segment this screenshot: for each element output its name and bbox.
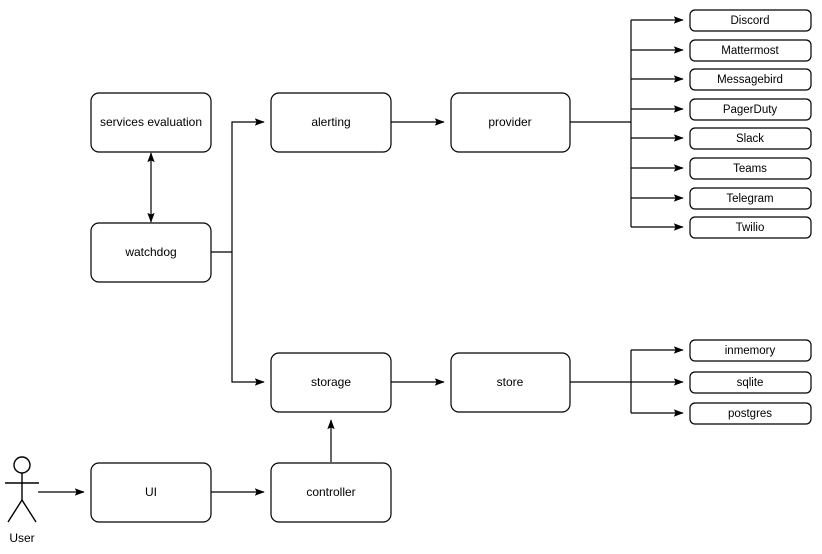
provider-leaf-pagerduty[interactable]: PagerDuty — [689, 98, 812, 121]
provider-leaf-slack-box[interactable] — [689, 127, 812, 150]
node-controller[interactable]: controller — [270, 462, 392, 523]
provider-leaf-pagerduty-label: PagerDuty — [723, 104, 778, 116]
provider-leaf-messagebird-box[interactable] — [689, 68, 812, 91]
store-leaf-postgres-box[interactable] — [689, 402, 812, 425]
node-controller-box[interactable] — [270, 462, 392, 523]
node-ui-label: UI — [145, 485, 157, 499]
store-leaf-sqlite[interactable]: sqlite — [689, 371, 812, 394]
provider-leaf-mattermost-box[interactable] — [689, 39, 812, 62]
node-provider[interactable]: provider — [450, 92, 571, 153]
provider-leaf-messagebird[interactable]: Messagebird — [689, 68, 812, 91]
provider-leaf-teams-label: Teams — [733, 163, 767, 175]
node-alerting-label: alerting — [311, 115, 350, 129]
node-provider-label: provider — [488, 115, 531, 129]
node-provider-box[interactable] — [450, 92, 571, 153]
node-ui[interactable]: UI — [90, 462, 212, 523]
store-leaf-postgres-label: postgres — [728, 408, 772, 420]
store-leaf-inmemory[interactable]: inmemory — [689, 339, 812, 362]
edge-watchdog-to-storage — [231, 252, 265, 386]
node-ui-box[interactable] — [90, 462, 212, 523]
node-controller-label: controller — [306, 485, 355, 499]
node-watchdog-box[interactable] — [90, 222, 212, 283]
provider-leaf-pagerduty-box[interactable] — [689, 98, 812, 121]
provider-leaf-discord-box[interactable] — [689, 9, 812, 32]
node-watchdog-label: watchdog — [124, 245, 176, 259]
store-leaf-inmemory-label: inmemory — [725, 345, 776, 357]
stick-figure-left-leg-icon — [7, 499, 23, 523]
node-store-label: store — [497, 375, 524, 389]
provider-leaf-telegram-box[interactable] — [689, 187, 812, 210]
actor-user-label: User — [9, 531, 34, 545]
provider-leaf-slack[interactable]: Slack — [689, 127, 812, 150]
provider-leaf-twilio-box[interactable] — [689, 216, 812, 239]
node-services-evaluation-box[interactable] — [90, 92, 212, 153]
provider-leaf-mattermost[interactable]: Mattermost — [689, 39, 812, 62]
node-storage-label: storage — [311, 375, 351, 389]
provider-leaf-teams-box[interactable] — [689, 157, 812, 180]
provider-leaf-messagebird-label: Messagebird — [717, 74, 783, 86]
store-leaf-postgres[interactable]: postgres — [689, 402, 812, 425]
node-services-evaluation-label: services evaluation — [100, 115, 202, 129]
provider-leaf-teams[interactable]: Teams — [689, 157, 812, 180]
provider-leaf-twilio[interactable]: Twilio — [689, 216, 812, 239]
stick-figure-head-icon — [13, 456, 31, 474]
node-watchdog[interactable]: watchdog — [90, 222, 212, 283]
node-storage[interactable]: storage — [270, 352, 392, 413]
node-store-box[interactable] — [450, 352, 571, 413]
provider-leaf-telegram-label: Telegram — [726, 193, 773, 205]
store-leaf-sqlite-label: sqlite — [737, 377, 764, 389]
edge-watchdog-to-alerting — [231, 118, 265, 252]
provider-leaf-slack-label: Slack — [736, 133, 764, 145]
node-alerting[interactable]: alerting — [270, 92, 392, 153]
provider-leaf-telegram[interactable]: Telegram — [689, 187, 812, 210]
store-leaf-sqlite-box[interactable] — [689, 371, 812, 394]
store-leaf-inmemory-box[interactable] — [689, 339, 812, 362]
provider-leaf-mattermost-label: Mattermost — [721, 45, 779, 57]
node-alerting-box[interactable] — [270, 92, 392, 153]
actor-user: User — [5, 456, 39, 545]
provider-leaf-twilio-label: Twilio — [736, 222, 765, 234]
provider-leaf-discord[interactable]: Discord — [689, 9, 812, 32]
node-services-evaluation[interactable]: services evaluation — [90, 92, 212, 153]
node-storage-box[interactable] — [270, 352, 392, 413]
stick-figure-right-leg-icon — [21, 499, 37, 523]
node-store[interactable]: store — [450, 352, 571, 413]
provider-leaf-discord-label: Discord — [731, 15, 770, 27]
